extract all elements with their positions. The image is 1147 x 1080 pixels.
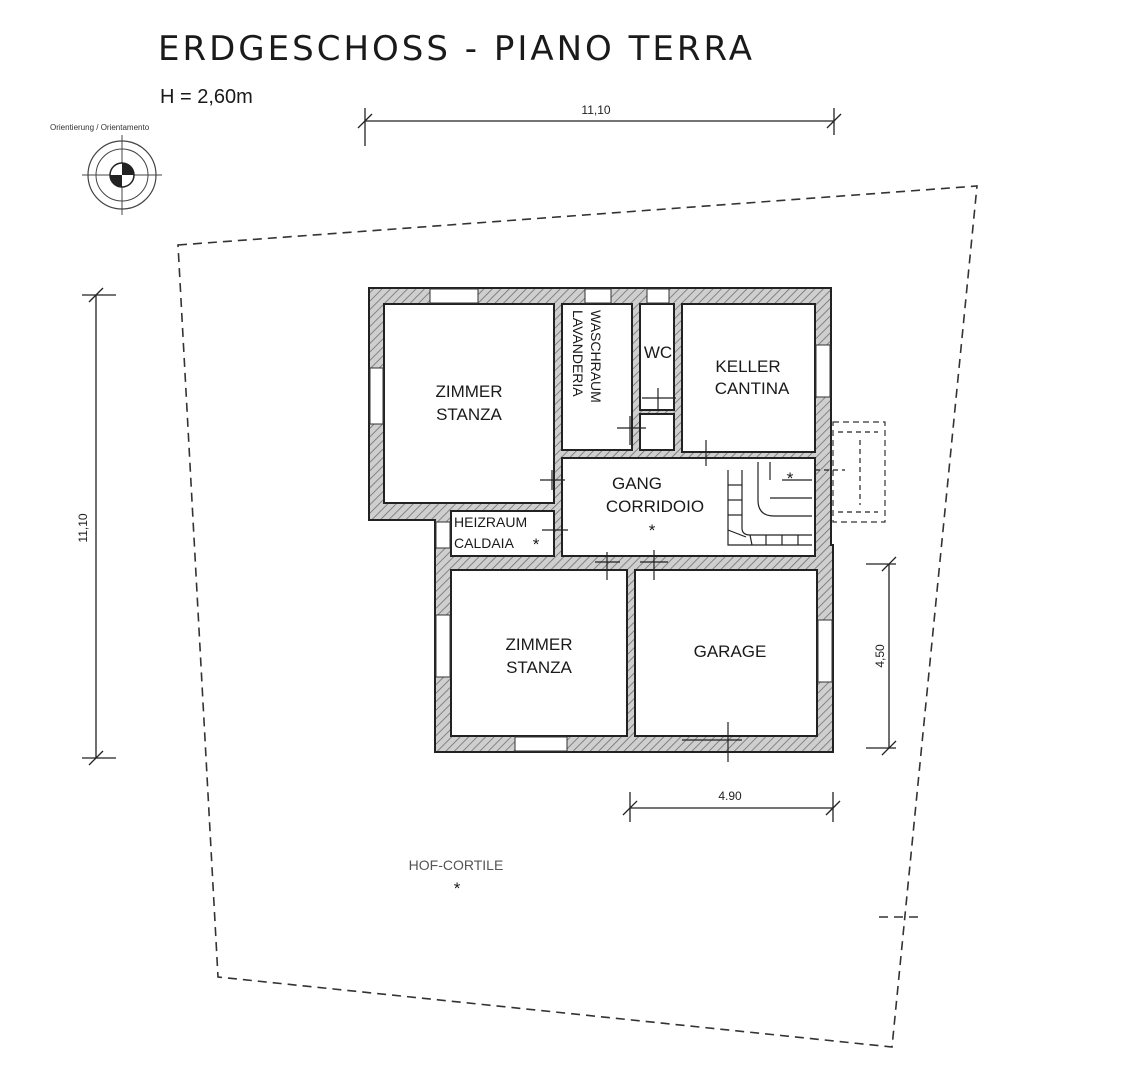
- dimension-bottom-label: 4.90: [718, 789, 742, 803]
- window-left-zimmer: [369, 367, 384, 425]
- label-wc: WC: [644, 343, 672, 362]
- window-left-heizraum: [435, 521, 451, 549]
- orientation-compass: Orientierung / Orientamento: [50, 123, 162, 215]
- room-waschraum: [561, 303, 633, 451]
- marker-stairs: *: [787, 469, 794, 488]
- window-bottom-zimmer: [514, 736, 568, 752]
- window-left-zimmer-bottom: [435, 614, 451, 678]
- dimension-bottom: 4.90: [622, 789, 841, 822]
- annex-outline: [832, 421, 886, 523]
- room-wc-lobby: [639, 413, 675, 451]
- label-yard: HOF-CORTILE: [409, 857, 504, 873]
- staircase: [727, 462, 812, 546]
- room-zimmer-top: [383, 303, 555, 504]
- dimension-left: 11,10: [76, 287, 116, 766]
- property-boundary: [177, 185, 978, 1048]
- label-waschraum-line2: LAVANDERIA: [570, 310, 586, 397]
- door-markers: [540, 388, 742, 762]
- label-gang-line1: GANG: [612, 474, 662, 493]
- marker-yard: *: [454, 879, 461, 898]
- dimension-right-label: 4,50: [873, 644, 887, 668]
- marker-gang: *: [649, 521, 656, 540]
- label-gang-line2: CORRIDOIO: [606, 497, 704, 516]
- dimension-top-label: 11,10: [581, 103, 610, 117]
- label-zimmer-bottom-line1: ZIMMER: [505, 635, 572, 654]
- label-zimmer-top-line2: STANZA: [436, 405, 502, 424]
- label-keller-line1: KELLER: [715, 357, 780, 376]
- window-top-wc: [646, 288, 670, 304]
- room-garage: [634, 569, 818, 737]
- label-keller-line2: CANTINA: [715, 379, 790, 398]
- dimension-top: 11,10: [357, 103, 842, 146]
- label-zimmer-top-line1: ZIMMER: [435, 382, 502, 401]
- window-right-keller: [815, 344, 831, 398]
- room-wc: [639, 303, 675, 411]
- ceiling-height-label: H = 2,60m: [160, 86, 253, 108]
- window-top-zimmer: [429, 288, 479, 304]
- label-heizraum-line1: HEIZRAUM: [454, 514, 527, 530]
- dimension-left-label: 11,10: [76, 513, 90, 542]
- room-keller: [681, 303, 816, 453]
- window-right-garage: [817, 619, 833, 683]
- label-zimmer-bottom-line2: STANZA: [506, 658, 572, 677]
- orientation-label: Orientierung / Orientamento: [50, 123, 150, 132]
- plan-title: ERDGESCHOSS - PIANO TERRA: [158, 29, 755, 69]
- external-annex: [815, 421, 886, 523]
- windows: [369, 288, 833, 752]
- marker-heizraum: *: [533, 535, 540, 554]
- label-waschraum-line1: WASCHRAUM: [588, 310, 604, 403]
- dimension-right: 4,50: [866, 556, 897, 756]
- label-garage: GARAGE: [694, 642, 767, 661]
- compass-south-needle: [110, 175, 122, 187]
- room-gang: [561, 457, 816, 557]
- room-zimmer-bottom: [450, 569, 628, 737]
- label-heizraum-line2: CALDAIA: [454, 535, 515, 551]
- window-top-waschraum: [584, 288, 612, 304]
- compass-north-needle: [122, 163, 134, 175]
